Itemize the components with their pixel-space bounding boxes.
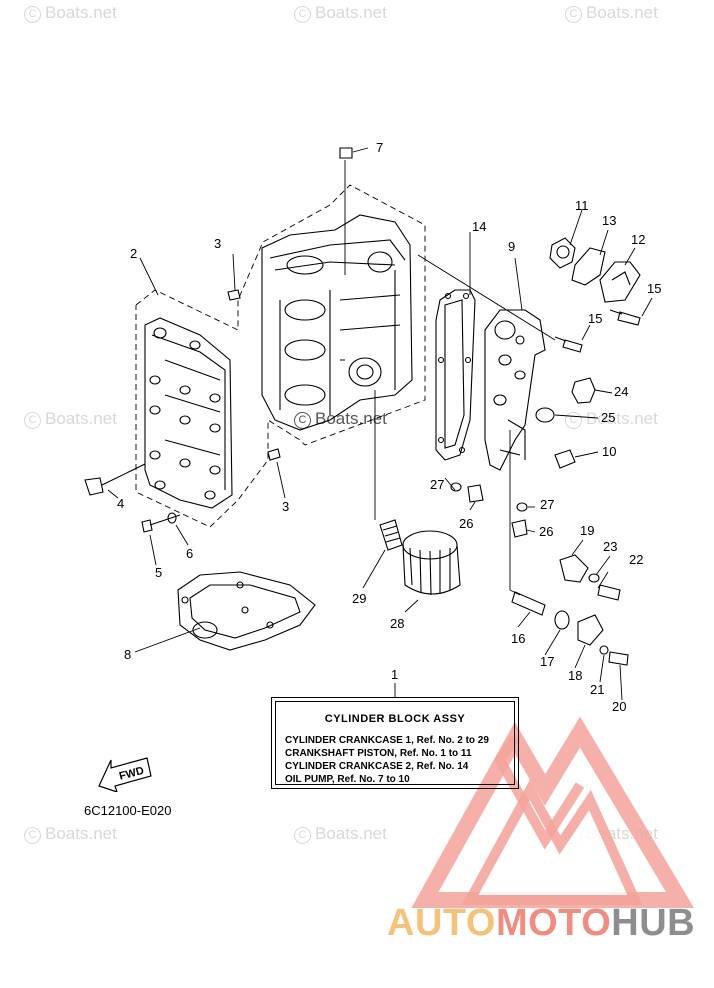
callout-24: 24 [614, 384, 629, 399]
callout-8: 8 [124, 647, 132, 662]
callout-16: 16 [511, 631, 526, 646]
legend-line: CYLINDER CRANKCASE 1, Ref. No. 2 to 29 [285, 735, 489, 746]
copyright-icon: C [565, 6, 582, 23]
callout-1: 1 [391, 667, 399, 682]
callout-17: 17 [540, 654, 555, 669]
part-12-housing [599, 261, 641, 303]
part-1-cylinder-block [261, 214, 413, 431]
part-15-bolt [609, 309, 641, 326]
callout-26: 26 [539, 524, 554, 539]
part-23-washer [588, 573, 600, 583]
callout-15: 15 [647, 281, 662, 296]
part-6-washer [167, 512, 177, 524]
callout-5: 5 [155, 565, 163, 580]
part-3-dowel [267, 448, 281, 461]
callout-9: 9 [508, 239, 516, 254]
callout-28: 28 [390, 616, 405, 631]
copyright-icon: C [294, 412, 311, 429]
callout-25: 25 [601, 410, 616, 425]
part-24-plug [571, 377, 596, 404]
leader-lines [107, 147, 653, 701]
callout-7: 7 [376, 140, 384, 155]
part-27-washer [516, 502, 528, 512]
part-26-fitting [511, 519, 528, 538]
part-10-fitting [554, 449, 576, 469]
part-14-gasket [435, 289, 476, 461]
part-27-washer [450, 482, 462, 492]
part-16-tube [511, 591, 546, 616]
callout-27: 27 [430, 477, 445, 492]
assembly-outline [135, 184, 426, 528]
part-9-plate [484, 309, 546, 471]
part-22-bolt [597, 584, 621, 601]
callout-14: 14 [472, 219, 487, 234]
callout-23: 23 [603, 539, 618, 554]
callout-3: 3 [282, 499, 290, 514]
parts-legend-box: CYLINDER BLOCK ASSY CYLINDER CRANKCASE 1… [271, 697, 519, 789]
diagram-part-number: 6C12100-E020 [84, 803, 172, 818]
copyright-icon: C [565, 412, 582, 429]
copyright-icon: C [294, 6, 311, 23]
part-21-washer [599, 645, 609, 655]
callout-29: 29 [352, 591, 367, 606]
callout-10: 10 [602, 444, 617, 459]
callout-6: 6 [186, 546, 194, 561]
part-28-oil-filter [402, 530, 461, 596]
legend-line: CYLINDER CRANKCASE 2, Ref. No. 14 [285, 761, 469, 772]
part-5-bolt [141, 514, 181, 533]
fwd-arrow-icon: FWD [98, 757, 152, 792]
part-19-bracket [559, 554, 589, 583]
callout-12: 12 [631, 232, 646, 247]
part-25-oring [535, 407, 555, 423]
callout-4: 4 [117, 496, 125, 511]
callout-26: 26 [459, 516, 474, 531]
copyright-icon: C [294, 827, 311, 844]
part-2-crankcase [144, 317, 233, 509]
part-17-spacer [554, 610, 570, 630]
copyright-icon: C [24, 412, 41, 429]
callout-20: 20 [612, 699, 627, 714]
part-8-plate [177, 571, 316, 651]
callout-18: 18 [568, 668, 583, 683]
copyright-icon: C [24, 827, 41, 844]
part-20-bolt [608, 651, 629, 666]
part-13-gasket [571, 247, 606, 286]
legend-line: CRANKSHAFT PISTON, Ref. No. 1 to 11 [285, 748, 472, 759]
callout-2: 2 [130, 246, 138, 261]
callout-15: 15 [588, 311, 603, 326]
automotohub-watermark: AUTOMOTOHUB [387, 902, 696, 944]
part-15-bolt [554, 336, 583, 353]
callout-13: 13 [602, 213, 617, 228]
legend-title: CYLINDER BLOCK ASSY [324, 713, 466, 725]
part-29-nipple [379, 519, 403, 551]
callout-21: 21 [590, 682, 605, 697]
legend-line: OIL PUMP, Ref. No. 7 to 10 [285, 774, 410, 785]
callout-22: 22 [629, 552, 644, 567]
callout-19: 19 [580, 523, 595, 538]
part-11-fitting [549, 237, 576, 269]
part-26-fitting [467, 484, 484, 503]
part-4-bolt [84, 463, 146, 496]
copyright-icon: C [24, 6, 41, 23]
part-18-bracket [577, 614, 604, 646]
callout-11: 11 [575, 198, 589, 213]
callout-3: 3 [214, 236, 222, 251]
part-3-dowel [227, 289, 241, 301]
legend-inner-border: CYLINDER BLOCK ASSY CYLINDER CRANKCASE 1… [275, 701, 515, 785]
part-7-plug [339, 147, 353, 159]
callout-27: 27 [540, 497, 555, 512]
